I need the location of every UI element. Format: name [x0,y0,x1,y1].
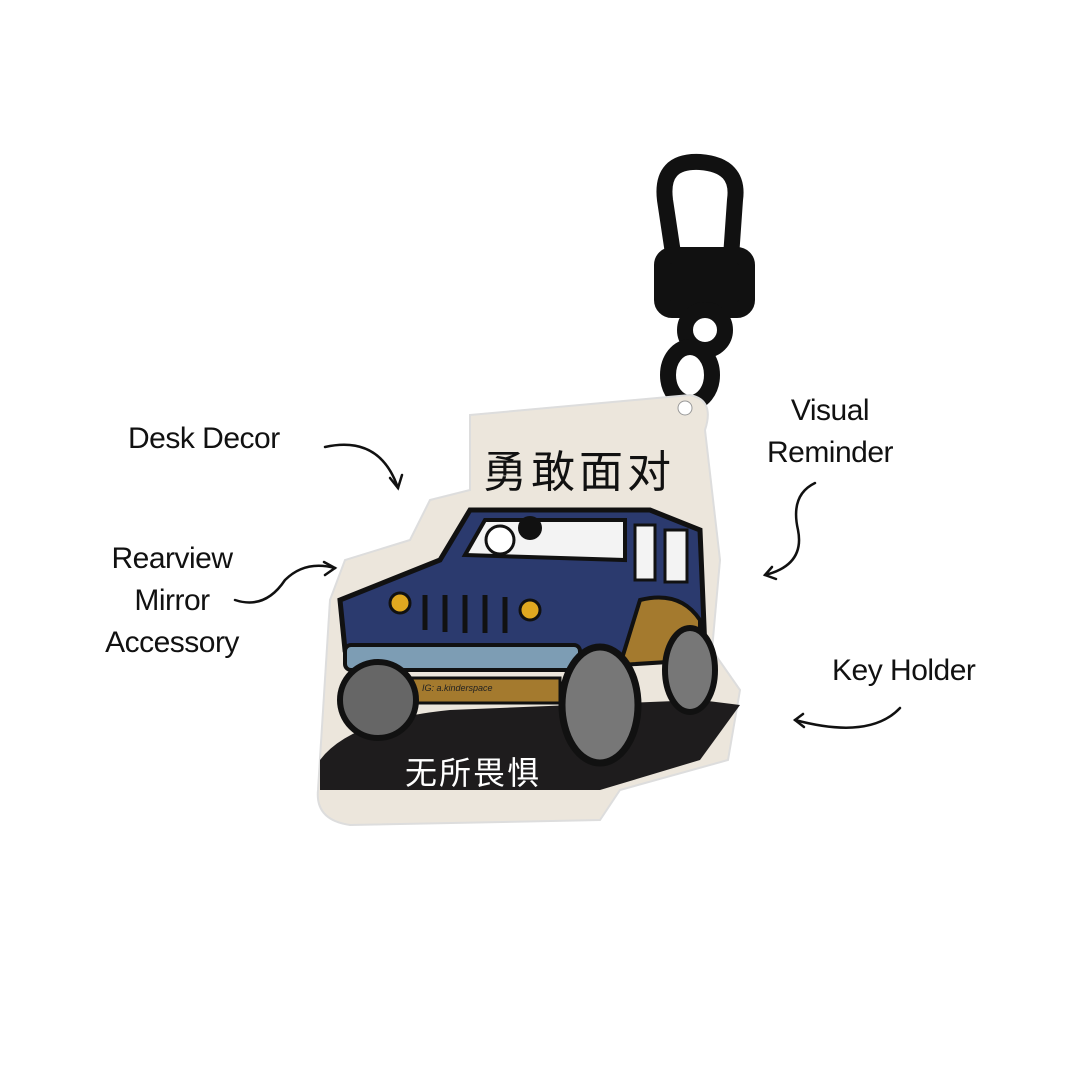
label-line: Mirror [134,584,210,617]
label-line: Visual [790,394,870,427]
label-line: Accessory [105,626,239,659]
label-line: Rearview [111,542,233,575]
label-key-holder: Key Holder [832,654,976,687]
label-line: Reminder [766,436,894,469]
arrow-rearview [233,564,337,604]
arrow-visual [763,481,817,577]
label-visual-reminder: Visual Reminder [745,390,915,474]
jeep-icon [337,507,718,767]
credit-text: IG: a.kinderspace [422,683,493,693]
arrow-key-holder [793,706,902,729]
label-desk-decor: Desk Decor [128,422,280,455]
label-rearview-mirror-accessory: Rearview Mirror Accessory [82,538,262,664]
arrow-desk-decor [323,443,400,490]
bottom-slogan: 无所畏惧 [405,754,542,792]
clasp-icon [654,153,755,411]
top-slogan: 勇敢面对 [483,447,675,498]
